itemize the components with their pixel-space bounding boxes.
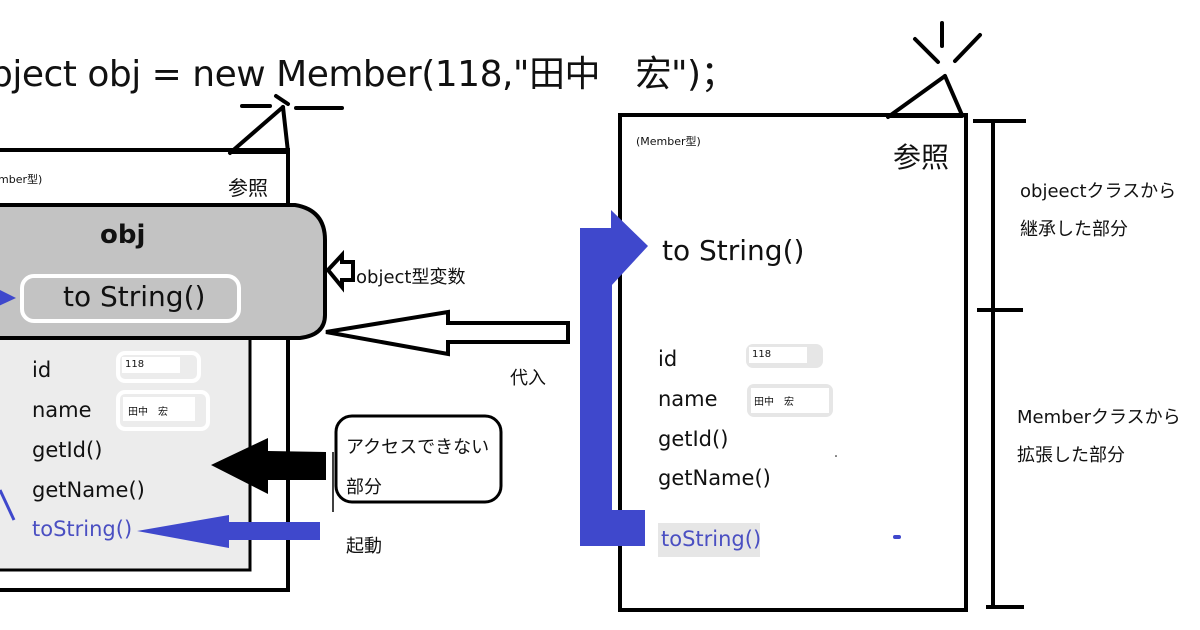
left-reference-mark xyxy=(228,94,344,155)
left-name-field: 田中 宏 xyxy=(116,390,210,431)
left-id-field: 118 xyxy=(116,351,201,383)
right-id-value: 118 xyxy=(752,349,772,360)
right-field-id-label: id xyxy=(658,347,678,371)
left-blue-arrow-tip xyxy=(0,290,16,306)
assignment-arrow xyxy=(325,309,570,357)
right-blue-dash xyxy=(893,535,901,539)
variable-pointer-arrow xyxy=(325,249,355,293)
inherited-section-label-line1: objeectクラスから xyxy=(1020,181,1177,202)
left-method-tostring: toString() xyxy=(32,517,133,541)
obj-variable-name: obj xyxy=(100,220,146,250)
right-method-tostring: toString() xyxy=(661,527,762,551)
right-name-value: 田中 宏 xyxy=(754,397,794,408)
right-method-getid: getId() xyxy=(658,427,729,451)
right-method-getname: getName() xyxy=(658,466,771,490)
assign-annotation: 代入 xyxy=(510,368,546,389)
section-bracket xyxy=(973,119,1026,609)
right-field-name-label: name xyxy=(658,387,718,411)
right-reference-mark xyxy=(886,21,982,119)
inherited-section-label-line2: 継承した部分 xyxy=(1020,219,1128,240)
invoke-arrow xyxy=(137,515,320,548)
variable-type-annotation: object型変数 xyxy=(356,267,466,288)
right-stray-dot xyxy=(835,455,837,457)
right-id-inner xyxy=(749,347,807,363)
inaccessible-arrow xyxy=(211,438,326,494)
extended-section-label-line2: 拡張した部分 xyxy=(1017,445,1125,466)
inaccessible-note-box xyxy=(334,414,503,504)
left-id-value: 118 xyxy=(125,359,145,370)
inaccessible-annotation-line2: 部分 xyxy=(346,477,382,498)
left-field-name-label: name xyxy=(32,398,92,422)
right-object-type-label: (Member型) xyxy=(636,135,701,148)
left-field-id-label: id xyxy=(32,358,52,382)
right-object-ref-label: 参照 xyxy=(893,141,950,174)
right-tostring-highlight xyxy=(658,523,760,557)
obj-tostring-pill xyxy=(20,274,241,323)
right-invoke-arrow xyxy=(580,210,648,546)
left-blue-diagonal xyxy=(0,489,16,521)
left-method-getname: getName() xyxy=(32,478,145,502)
right-name-inner xyxy=(751,388,829,413)
invoke-annotation: 起動 xyxy=(346,536,382,557)
inaccessible-annotation-line1: アクセスできない xyxy=(346,437,490,458)
right-inherited-method: to String() xyxy=(662,234,805,267)
left-method-getid: getId() xyxy=(32,438,103,462)
code-statement: bject obj = new Member(118,"田中 宏")； xyxy=(0,54,737,95)
left-object-type-label: mber型) xyxy=(0,173,43,186)
left-name-value: 田中 宏 xyxy=(128,407,168,418)
obj-variable-method: to String() xyxy=(63,280,206,313)
extended-section-label-line1: Memberクラスから xyxy=(1017,407,1181,428)
left-object-ref-label: 参照 xyxy=(228,176,268,200)
